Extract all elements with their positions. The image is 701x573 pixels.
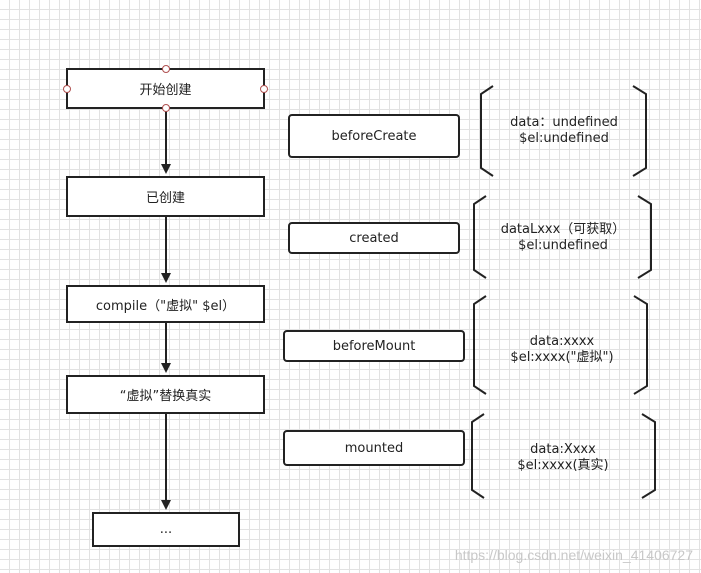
hook-mounted[interactable]: mounted (283, 430, 465, 466)
flow-start-box[interactable]: 开始创建 (66, 68, 265, 109)
note-created-line-2: $el:undefined (518, 238, 608, 253)
note-before-create: data：undefined $el:undefined (484, 115, 644, 147)
left-brace-mounted (471, 413, 485, 499)
flow-compile-box[interactable]: compile（"虚拟" $el） (66, 285, 265, 323)
note-mounted: data:Xxxx $el:xxxx(真实) (484, 442, 642, 474)
left-brace-before-create (480, 85, 494, 177)
note-mounted-line-1: data:Xxxx (530, 442, 596, 457)
note-created: dataLxxx（可获取） $el:undefined (478, 222, 648, 254)
flow-replace-box[interactable]: “虚拟”替换真实 (66, 375, 265, 414)
hook-before-create[interactable]: beforeCreate (288, 114, 460, 158)
watermark: https://blog.csdn.net/weixin_41406727 (454, 547, 693, 563)
right-brace-before-mount (633, 295, 648, 395)
hook-created[interactable]: created (288, 222, 460, 254)
left-brace-before-mount (473, 295, 487, 395)
note-before-mount-line-2: $el:xxxx("虚拟") (510, 350, 614, 365)
note-mounted-line-2: $el:xxxx(真实) (517, 458, 609, 473)
right-brace-mounted (641, 413, 656, 499)
right-brace-before-create (632, 85, 647, 177)
note-before-create-line-1: data：undefined (510, 115, 618, 130)
note-before-mount-line-1: data:xxxx (529, 334, 595, 349)
right-brace-created (637, 195, 652, 279)
hook-before-mount[interactable]: beforeMount (283, 330, 465, 362)
left-brace-created (473, 195, 487, 279)
note-before-create-line-2: $el:undefined (519, 131, 609, 146)
note-before-mount: data:xxxx $el:xxxx("虚拟") (480, 334, 644, 366)
flow-ellipsis-box[interactable]: ... (92, 512, 240, 547)
note-created-line-1: dataLxxx（可获取） (500, 222, 626, 237)
flow-created-box[interactable]: 已创建 (66, 176, 265, 217)
